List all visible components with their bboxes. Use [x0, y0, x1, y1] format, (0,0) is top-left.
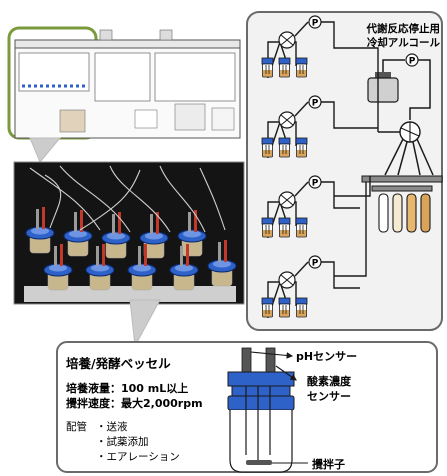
sampling-lines: [334, 47, 379, 277]
do-sensor-probe: [265, 347, 276, 373]
do-sensor-label-line1: 酸素濃度: [307, 374, 352, 388]
sampling-manifold: [361, 121, 443, 233]
mini-vessel-icon: [295, 297, 308, 318]
piping-item: ・試薬添加: [96, 435, 149, 448]
photo-vessel: [43, 244, 73, 291]
pump-icon: [308, 15, 322, 30]
mini-vessel-icon: [261, 137, 274, 158]
mini-vessel-icon: [278, 137, 291, 158]
mini-vessel-icon: [261, 217, 274, 238]
pump-icon: [308, 95, 322, 110]
valve-icon: [278, 271, 296, 289]
do-sensor-label-line2: センサー: [307, 390, 351, 403]
mini-vessel-icon: [295, 57, 308, 78]
mini-vessel-icon: [295, 217, 308, 238]
photo-vessel: [85, 244, 115, 291]
schematic-panel: 代謝反応停止用 冷却アルコール: [246, 11, 443, 331]
vessel-detail-drawing: [227, 347, 295, 473]
vessel-panel-title: 培養/発酵ベッセル: [66, 356, 171, 371]
stirrer-label: 攪拌子: [312, 457, 345, 471]
photo-vessel: [101, 212, 131, 259]
photo-vessel: [127, 244, 157, 291]
mini-vessel-icon: [278, 57, 291, 78]
valve-icon: [278, 191, 296, 209]
vessel-info-panel: 培養/発酵ベッセル 培養液量：100 mL以上 攪拌速度：最大2,000rpm …: [56, 341, 438, 473]
zoom-connector: [29, 137, 62, 163]
mini-vessel-icon: [261, 57, 274, 78]
mini-vessel-icon: [261, 297, 274, 318]
piping-label: 配管: [66, 420, 87, 433]
pump-icon: [308, 255, 322, 270]
pump-icon: [308, 175, 322, 190]
mini-vessel-icon: [295, 137, 308, 158]
piping-item: ・エアレーション: [96, 451, 180, 463]
ph-sensor-probe: [241, 347, 252, 373]
vessel-array-photo: [13, 161, 245, 305]
valve-icon: [278, 111, 296, 129]
detail-connector: [129, 299, 161, 348]
mini-vessel-icon: [278, 297, 291, 318]
alcohol-pump-icon: [405, 53, 419, 68]
photo-vessel: [25, 207, 55, 254]
reactor-unit: [261, 175, 360, 238]
reactor-unit: [261, 95, 360, 158]
spec-volume: 培養液量：100 mL以上: [66, 381, 188, 395]
instrument-overview: [7, 26, 241, 163]
photo-vessel: [139, 212, 169, 259]
stop-reagent-label-line1: 代謝反応停止用: [366, 22, 441, 35]
photo-vessel: [207, 240, 237, 287]
spec-stirring: 攪拌速度：最大2,000rpm: [66, 396, 203, 410]
reactor-unit: [261, 255, 360, 318]
photo-vessel: [63, 210, 93, 257]
instrument-cabinet: [14, 29, 241, 139]
valve-icon: [278, 31, 296, 49]
stir-bar: [246, 460, 272, 465]
photo-vessel: [169, 244, 199, 291]
photo-vessel: [177, 210, 207, 257]
piping-item: ・送液: [96, 420, 128, 433]
ph-sensor-label: pHセンサー: [296, 350, 357, 363]
stop-reagent-label-line2: 冷却アルコール: [367, 36, 441, 49]
mini-vessel-icon: [278, 217, 291, 238]
reactor-unit: [261, 15, 360, 78]
alcohol-bottle: [367, 53, 431, 120]
